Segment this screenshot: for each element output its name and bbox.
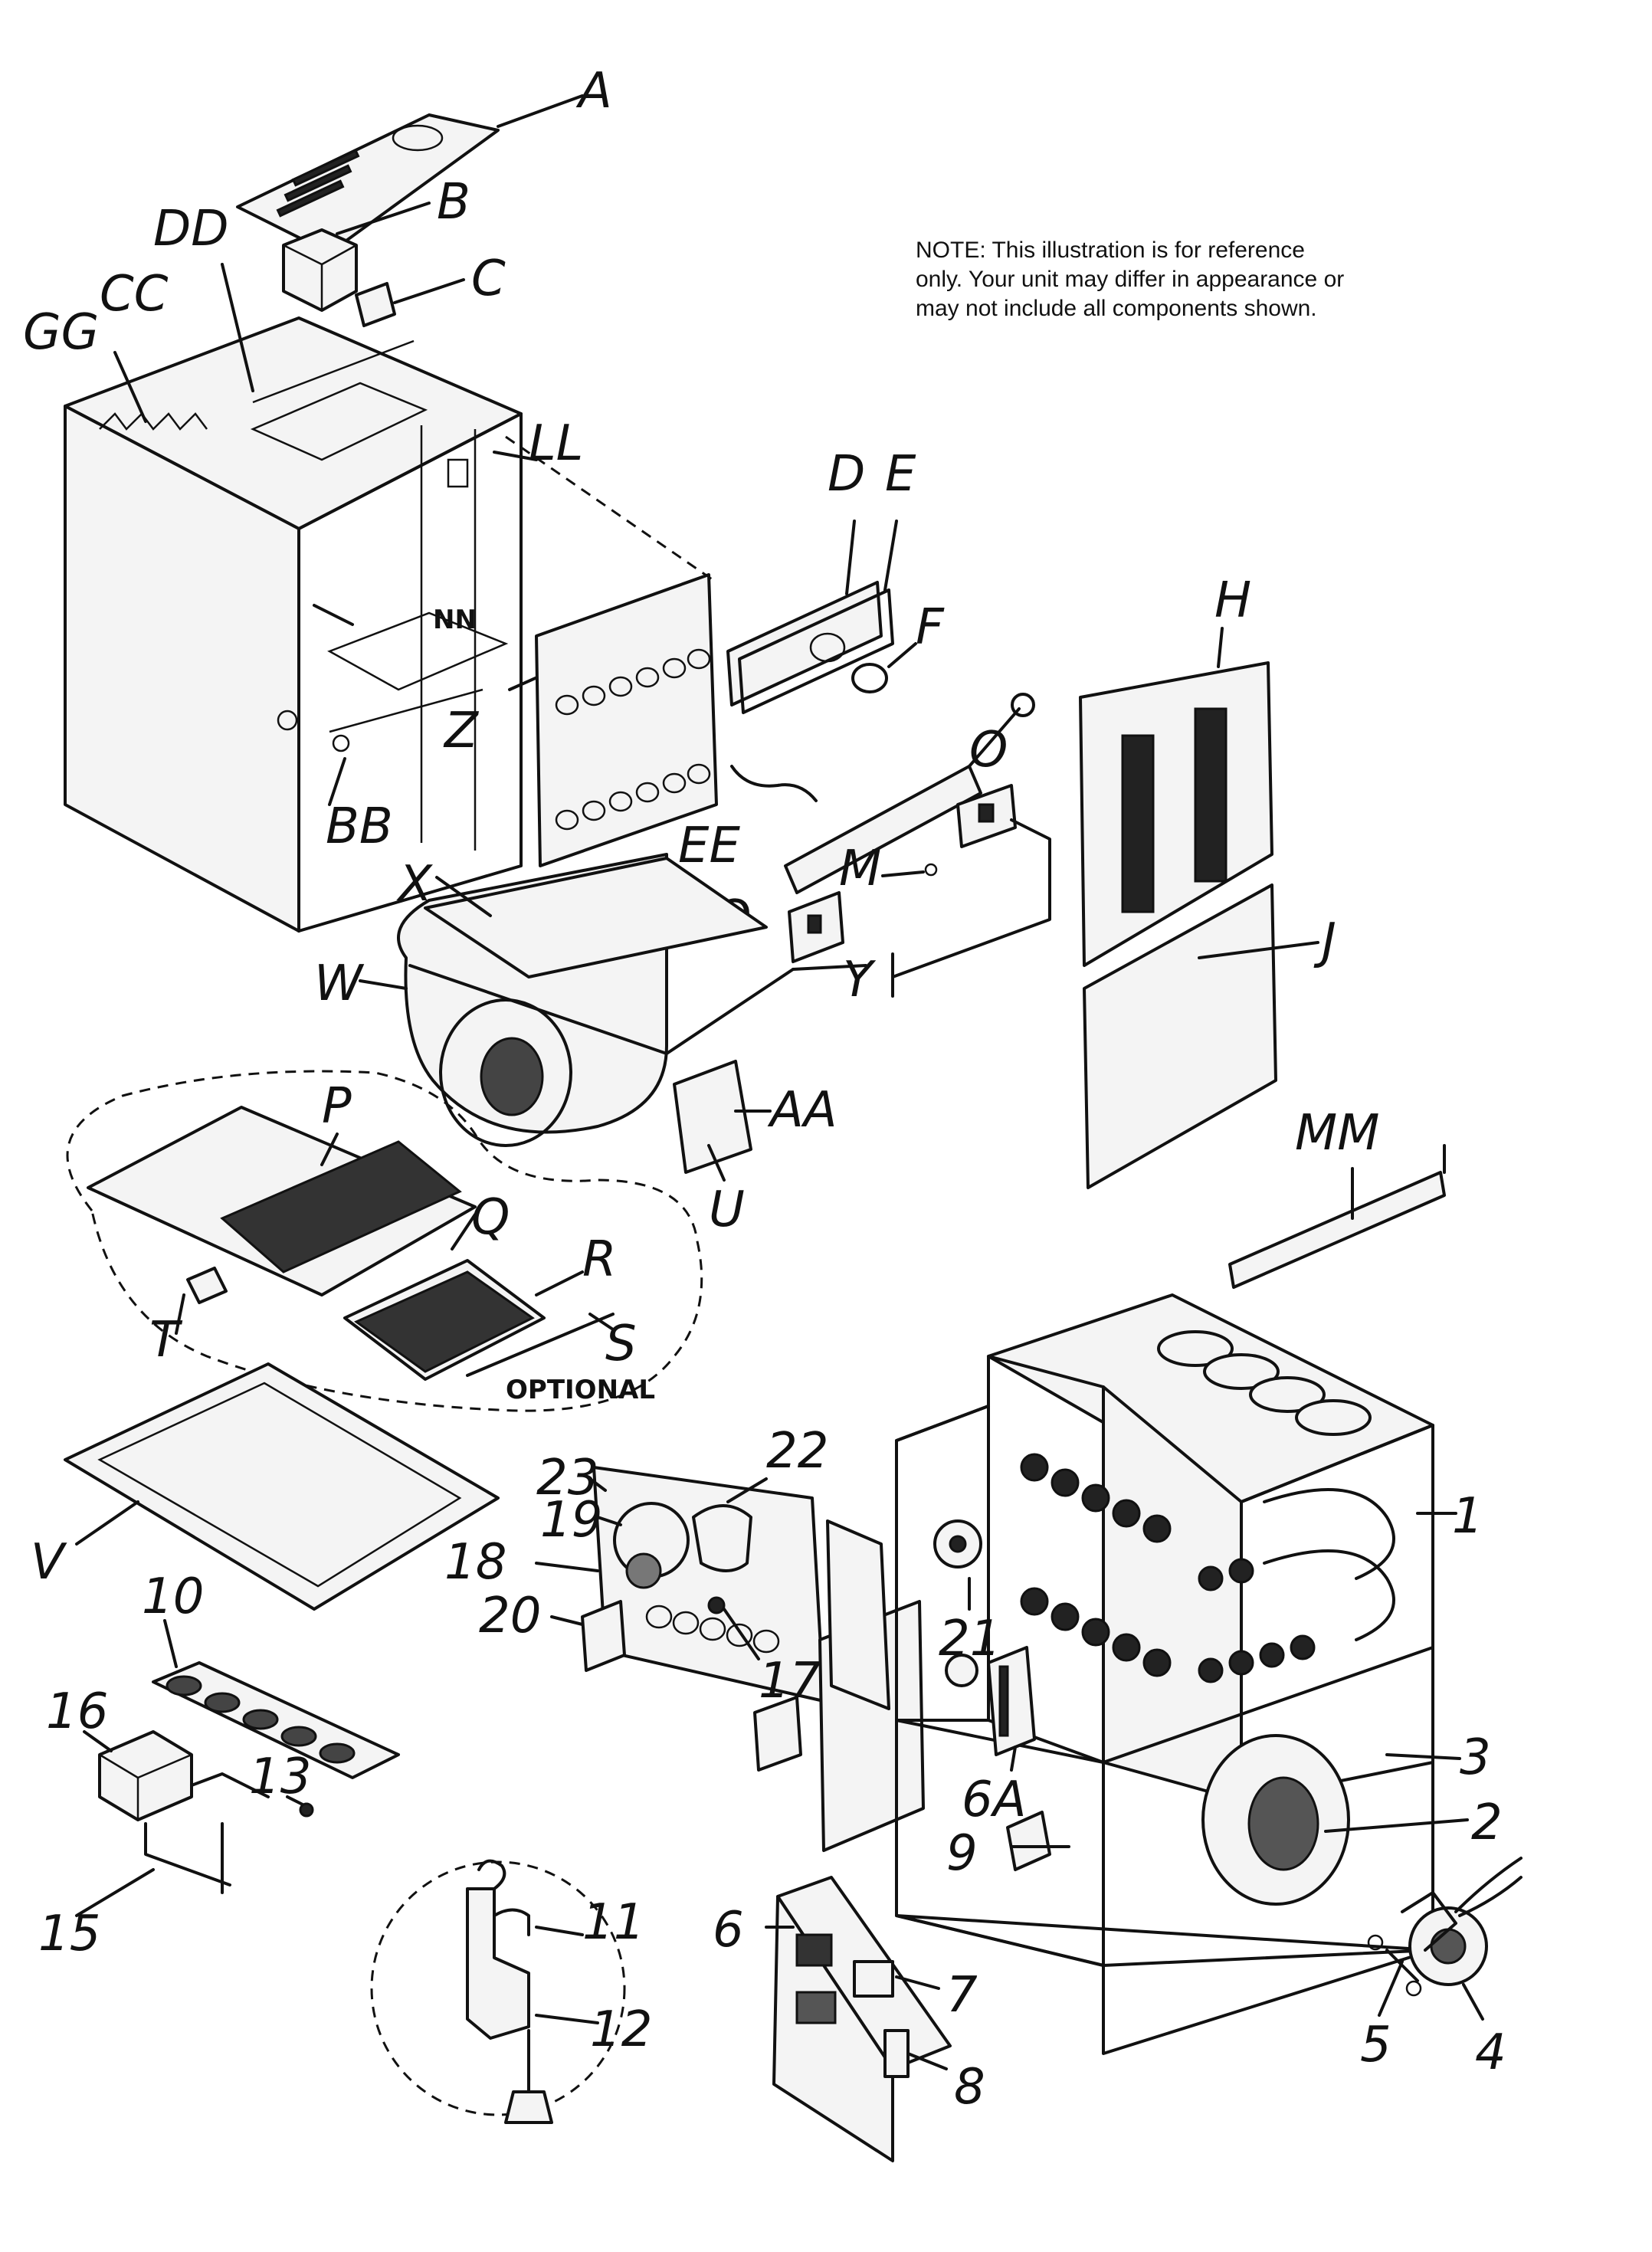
heat-exchanger-front-panel bbox=[535, 573, 718, 867]
label-aa: AA bbox=[767, 1082, 837, 1139]
label-c: C bbox=[471, 251, 506, 307]
label-19: 19 bbox=[540, 1492, 602, 1549]
label-b: B bbox=[437, 174, 470, 231]
label-12: 12 bbox=[590, 2001, 652, 2058]
label-18: 18 bbox=[444, 1534, 506, 1591]
label-6: 6 bbox=[713, 1902, 744, 1959]
label-4: 4 bbox=[1475, 2024, 1506, 2081]
label-20: 20 bbox=[479, 1588, 541, 1644]
label-cc: CC bbox=[100, 266, 169, 323]
note-text: NOTE: This illustration is for reference… bbox=[916, 238, 1345, 321]
label-ee: EE bbox=[678, 818, 740, 874]
label-23: 23 bbox=[536, 1450, 598, 1506]
label-7: 7 bbox=[946, 1967, 978, 2024]
label-d: D bbox=[828, 446, 865, 503]
label-t: T bbox=[149, 1312, 183, 1369]
label-p: P bbox=[322, 1078, 352, 1135]
part-d-e-sight-glass bbox=[726, 520, 917, 714]
label-dd: DD bbox=[153, 201, 229, 257]
label-1: 1 bbox=[1452, 1488, 1483, 1545]
label-gg: GG bbox=[23, 304, 99, 361]
label-6a: 6A bbox=[962, 1772, 1027, 1828]
optional-filter-group bbox=[66, 1070, 703, 1412]
part-mm-rail bbox=[1228, 1144, 1446, 1289]
part-rail-and-switches bbox=[784, 693, 1051, 998]
label-m: M bbox=[839, 841, 881, 897]
part-h-upper-door bbox=[1079, 627, 1273, 967]
part-ee-wire bbox=[730, 765, 818, 802]
label-13: 13 bbox=[249, 1749, 311, 1805]
label-u: U bbox=[709, 1182, 745, 1238]
label-5: 5 bbox=[1360, 2017, 1391, 2073]
label-22: 22 bbox=[766, 1423, 828, 1480]
part-v-base-pan bbox=[64, 1362, 500, 1611]
label-v: V bbox=[31, 1534, 67, 1591]
label-10: 10 bbox=[142, 1569, 204, 1625]
part-control-board bbox=[765, 1876, 952, 2162]
label-bb: BB bbox=[326, 798, 393, 855]
label-21: 21 bbox=[939, 1611, 1001, 1667]
label-h: H bbox=[1214, 572, 1251, 629]
part-c-box-cover bbox=[355, 278, 465, 327]
main-furnace-cabinet bbox=[895, 1293, 1469, 2055]
label-17: 17 bbox=[759, 1653, 821, 1709]
part-pilot-detail bbox=[370, 1859, 626, 2124]
label-11: 11 bbox=[582, 1894, 644, 1951]
label-f: F bbox=[916, 599, 945, 656]
part-b-junction-box bbox=[282, 202, 431, 312]
label-a: A bbox=[575, 63, 612, 120]
part-u-plate bbox=[673, 1060, 772, 1182]
label-nn: NN bbox=[433, 605, 477, 635]
label-x: X bbox=[396, 856, 433, 913]
label-mm: MM bbox=[1295, 1105, 1379, 1162]
label-2: 2 bbox=[1471, 1795, 1503, 1851]
upper-cabinet bbox=[64, 263, 717, 933]
label-16: 16 bbox=[46, 1683, 108, 1740]
label-o-1: O bbox=[969, 722, 1008, 779]
part-j-lower-door bbox=[1083, 883, 1319, 1189]
label-9: 9 bbox=[946, 1825, 978, 1882]
optional-label: OPTIONAL bbox=[506, 1375, 655, 1405]
label-3: 3 bbox=[1460, 1729, 1491, 1786]
label-w: W bbox=[314, 956, 365, 1012]
label-s: S bbox=[605, 1316, 637, 1372]
part-10-burner-assembly bbox=[152, 1619, 400, 1779]
label-r: R bbox=[582, 1231, 616, 1288]
part-16-gas-valve bbox=[75, 1730, 314, 1917]
part-blower-motor bbox=[1367, 1857, 1523, 2021]
label-ll: LL bbox=[529, 415, 583, 472]
label-15: 15 bbox=[38, 1906, 100, 1962]
part-a-top-panel bbox=[236, 94, 584, 254]
label-8: 8 bbox=[954, 2059, 985, 2116]
label-y: Y bbox=[843, 952, 877, 1008]
label-z: Z bbox=[443, 703, 479, 759]
part-w-blower-housing bbox=[359, 853, 867, 1147]
label-e: E bbox=[885, 446, 916, 503]
label-q: Q bbox=[471, 1189, 510, 1246]
